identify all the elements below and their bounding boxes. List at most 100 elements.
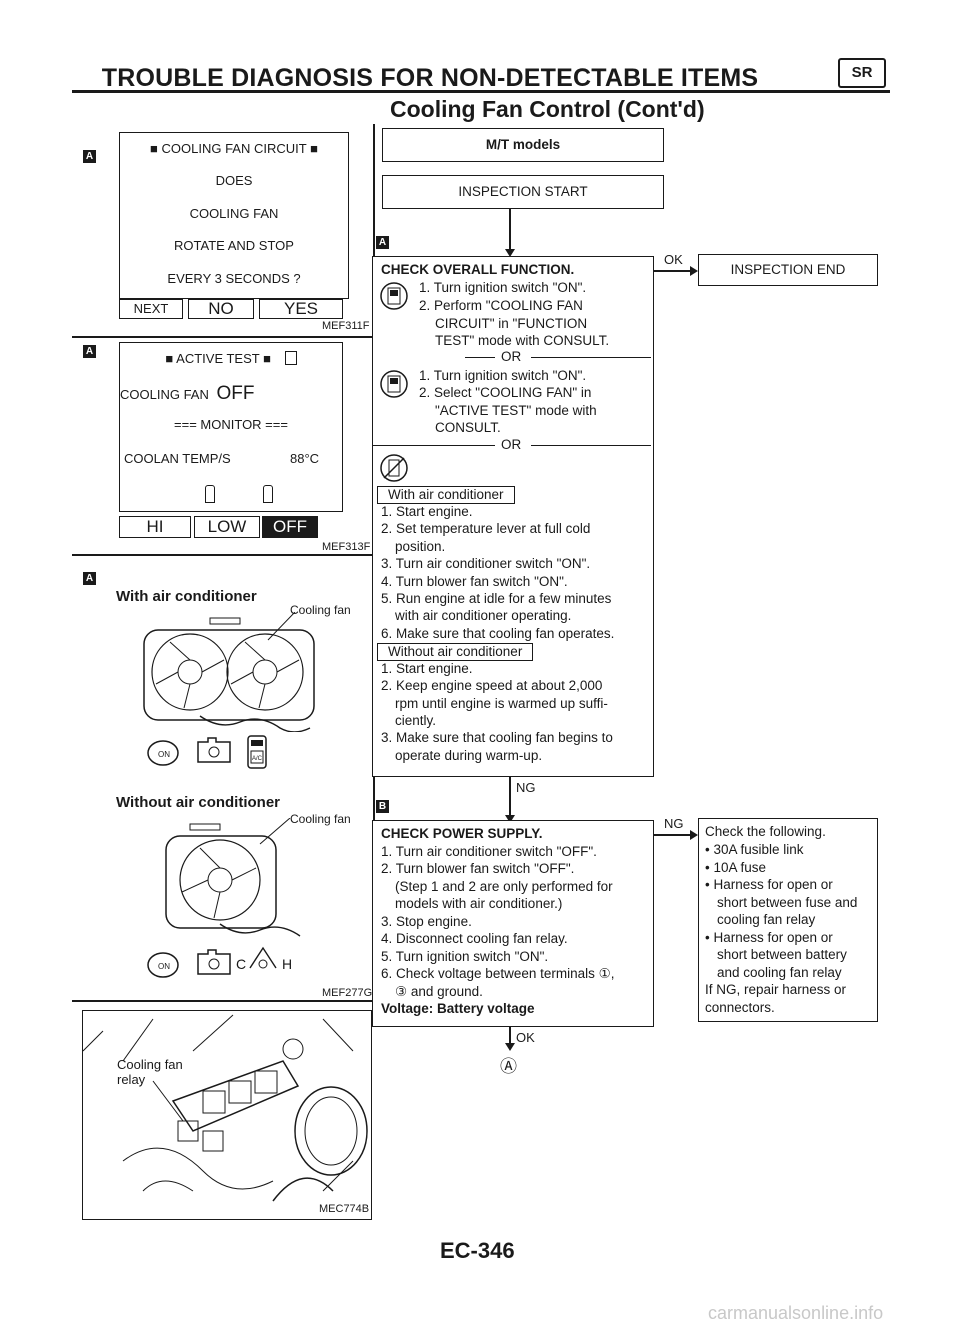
- temp-label: COOLAN TEMP/S: [124, 451, 231, 466]
- yes-button[interactable]: YES: [259, 299, 343, 319]
- inspection-end-box: INSPECTION END: [698, 254, 878, 286]
- fan-status: COOLING FAN OFF: [120, 383, 254, 405]
- consult-icon: [380, 370, 408, 398]
- flow-arrow: [654, 270, 694, 272]
- step-heading: CHECK OVERALL FUNCTION.: [381, 262, 575, 277]
- temp-value: 88°C: [290, 451, 320, 466]
- mt-models-box: M/T models: [382, 128, 664, 162]
- check-item: • 30A fusible link: [705, 842, 804, 857]
- cooling-fan-label: Cooling fan: [290, 603, 351, 617]
- check-item: If NG, repair harness or: [705, 982, 847, 997]
- step-text: 1. Start engine.: [381, 661, 473, 676]
- finger-icon: [205, 485, 215, 503]
- arrow-head-icon: [690, 266, 698, 276]
- step-text: 2. Perform "COOLING FAN: [419, 298, 583, 313]
- low-button[interactable]: LOW: [194, 516, 260, 538]
- step-text: "ACTIVE TEST" mode with: [435, 403, 597, 418]
- marker-a-icon: A: [83, 572, 96, 585]
- cooling-fan-label: Cooling fan: [290, 812, 351, 826]
- flow-arrow: [654, 834, 694, 836]
- step-text: CIRCUIT" in "FUNCTION: [435, 316, 588, 331]
- check-following-box: Check the following. • 30A fusible link …: [698, 818, 878, 1022]
- consult-icon: [380, 282, 408, 310]
- title-rule: [72, 90, 890, 93]
- step-text: 2. Keep engine speed at about 2,000: [381, 678, 603, 693]
- hi-button[interactable]: HI: [119, 516, 191, 538]
- bullet-icon: ■: [165, 351, 174, 366]
- without-ac-tag: Without air conditioner: [377, 643, 534, 661]
- next-page-reference: Ⓐ: [500, 1057, 517, 1076]
- engine-bay-drawing: [83, 1014, 368, 1202]
- page-subtitle: Cooling Fan Control (Cont'd): [390, 96, 705, 122]
- ok-label: OK: [516, 1030, 535, 1045]
- check-overall-function-box: CHECK OVERALL FUNCTION. 1. Turn ignition…: [372, 256, 654, 777]
- fan-state: OFF: [216, 383, 255, 404]
- inspection-start-box: INSPECTION START: [382, 175, 664, 209]
- step-text: rpm until engine is warmed up suffi-: [395, 696, 608, 711]
- screen-heading: ■ COOLING FAN CIRCUIT ■: [120, 141, 348, 156]
- on-text: ON: [158, 750, 170, 759]
- step-text: TEST" mode with CONSULT.: [435, 333, 610, 348]
- step-text: with air conditioner operating.: [395, 608, 572, 623]
- bullet-icon: ■: [310, 141, 318, 156]
- watermark: carmanualsonline.info: [708, 1303, 884, 1323]
- arrow-head-icon: [505, 815, 515, 823]
- screen-heading-text: ACTIVE TEST: [176, 351, 260, 366]
- step-text: CONSULT.: [435, 420, 501, 435]
- step-text: 4. Turn blower fan switch "ON".: [381, 574, 568, 589]
- check-item: and cooling fan relay: [717, 965, 842, 980]
- step-text: 2. Select "COOLING FAN" in: [419, 385, 592, 400]
- section-badge: SR: [838, 58, 886, 88]
- check-item: short between battery: [717, 947, 847, 962]
- step-text: 2. Turn blower fan switch "OFF".: [381, 861, 575, 876]
- step-text: 4. Disconnect cooling fan relay.: [381, 931, 568, 946]
- step-heading: CHECK POWER SUPPLY.: [381, 826, 543, 841]
- flow-arrow: [509, 209, 511, 253]
- next-button[interactable]: NEXT: [119, 299, 183, 319]
- step-text: 6. Make sure that cooling fan operates.: [381, 626, 615, 641]
- step-text: ciently.: [395, 713, 437, 728]
- step-text: operate during warm-up.: [395, 748, 543, 763]
- marker-a-icon: A: [376, 236, 389, 249]
- with-ac-tag: With air conditioner: [377, 486, 515, 504]
- ignition-on-icon: ON: [147, 952, 179, 978]
- consult-screen: ■ COOLING FAN CIRCUIT ■ DOES COOLING FAN…: [119, 132, 349, 299]
- flow-arrow: [509, 1027, 511, 1047]
- step-text: 1. Turn air conditioner switch "OFF".: [381, 844, 597, 859]
- step-text: 3. Turn air conditioner switch "ON".: [381, 556, 591, 571]
- engine-start-icon: [197, 737, 231, 763]
- no-tools-icon: [380, 454, 408, 482]
- cold-label: C: [236, 956, 247, 972]
- figure-code: MEF277G: [322, 987, 373, 999]
- check-item: cooling fan relay: [717, 912, 816, 927]
- screen-line: ROTATE AND STOP: [174, 238, 294, 253]
- step-text: 3. Stop engine.: [381, 914, 472, 929]
- no-button[interactable]: NO: [188, 299, 254, 319]
- page-title: TROUBLE DIAGNOSIS FOR NON-DETECTABLE ITE…: [101, 64, 759, 92]
- ac-switch-icon: A/C: [247, 735, 267, 769]
- figure-code: MEC774B: [319, 1203, 370, 1215]
- single-fan-icon: [165, 818, 301, 937]
- check-power-supply-box: CHECK POWER SUPPLY. 1. Turn air conditio…: [372, 820, 654, 1027]
- marker-a-icon: A: [83, 345, 96, 358]
- off-button[interactable]: OFF: [262, 516, 318, 538]
- check-item: • Harness for open or: [705, 877, 833, 892]
- ac-text: A/C: [252, 756, 263, 762]
- with-ac-label: With air conditioner: [116, 588, 257, 605]
- ng-label: NG: [664, 816, 684, 831]
- screen-line: DOES: [215, 173, 253, 188]
- or-line: [373, 445, 495, 446]
- arrow-head-icon: [505, 1043, 515, 1051]
- marker-b-icon: B: [376, 800, 389, 813]
- monitor-label: === MONITOR ===: [174, 417, 288, 432]
- screen-line: EVERY 3 SECONDS ?: [167, 271, 301, 286]
- consult-function-test-panel: A ■ COOLING FAN CIRCUIT ■ DOES COOLING F…: [72, 124, 374, 334]
- or-line: [465, 357, 495, 358]
- step-text: (Step 1 and 2 are only performed for: [395, 879, 613, 894]
- flow-arrow: [509, 777, 511, 819]
- fan-label: COOLING FAN: [120, 387, 209, 402]
- ignition-on-icon: ON: [147, 740, 179, 766]
- or-line: [531, 357, 651, 358]
- relay-label-line: relay: [117, 1072, 146, 1087]
- hot-label: H: [282, 956, 293, 972]
